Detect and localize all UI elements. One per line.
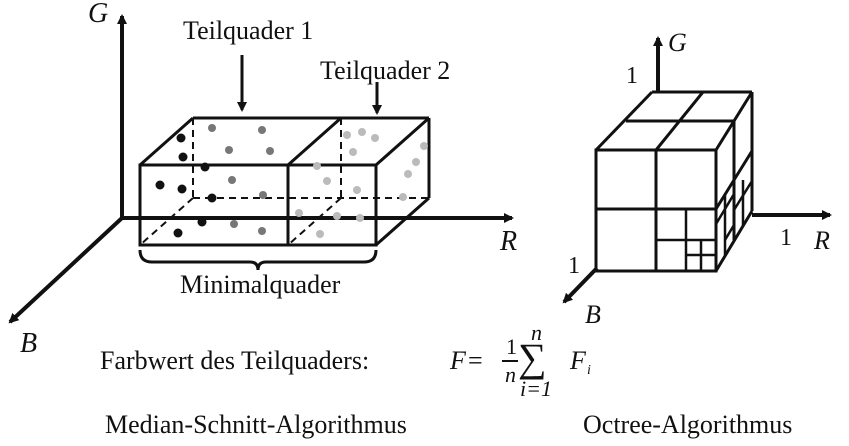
formula-sum-lower: i=1: [520, 376, 552, 401]
octree-caption: Octree-Algorithmus: [583, 410, 793, 439]
formula-frac-den: n: [505, 362, 516, 387]
formula-term-sub: i: [587, 363, 591, 378]
median-cut-caption: Median-Schnitt-Algorithmus: [105, 410, 407, 439]
formula-eq: =: [468, 346, 483, 375]
minimalquader-brace: [138, 249, 378, 271]
octree-cube: [594, 90, 754, 273]
octree-r-axis-label: R: [814, 226, 830, 255]
octree-b-axis-label: B: [585, 300, 601, 329]
octree-r-tick: 1: [780, 225, 792, 251]
formula-sum-upper: n: [531, 320, 542, 345]
octree-b-tick: 1: [568, 253, 580, 279]
b-axis-label: B: [20, 328, 38, 359]
formula: Farbwert des Teilquaders: F = 1 n n ∑ i=…: [100, 322, 620, 400]
formula-prefix: Farbwert des Teilquaders:: [100, 346, 370, 375]
teilquader-2-label: Teilquader 2: [320, 56, 451, 85]
octree-b-axis: [562, 266, 599, 304]
b-axis: [8, 216, 124, 324]
octree-subdivision: [656, 180, 754, 271]
r-axis-label: R: [500, 226, 518, 257]
formula-frac-num: 1: [506, 334, 517, 359]
octree-g-axis-label: G: [668, 28, 687, 57]
octree-g-tick: 1: [626, 63, 638, 89]
formula-lhs: F: [450, 346, 466, 375]
fraction-bar: [502, 360, 518, 362]
formula-sum: ∑: [518, 335, 547, 380]
minimal-box: [138, 116, 431, 247]
teilquader-1-label: Teilquader 1: [183, 16, 314, 45]
minimalquader-label: Minimalquader: [180, 270, 341, 299]
hidden-edges: [139, 118, 429, 246]
g-axis-label: G: [88, 0, 109, 29]
formula-term: F: [570, 346, 586, 375]
color-points: [155, 124, 428, 238]
